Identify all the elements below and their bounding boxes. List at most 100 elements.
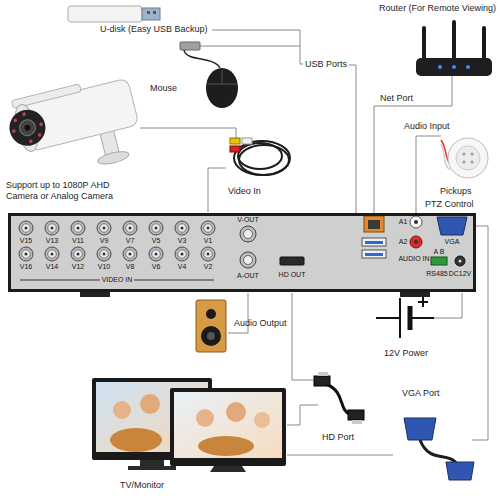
output-ports [240, 226, 256, 242]
router-icon [452, 65, 456, 69]
video-input-connectors [71, 221, 85, 235]
video-input-connectors [19, 221, 215, 261]
mouse-icon [180, 42, 200, 50]
video-cable [234, 141, 290, 175]
port-label: V11 [72, 237, 84, 245]
router-icon [416, 58, 492, 76]
router-icon [416, 22, 492, 76]
video-input-connectors [97, 221, 111, 235]
hdmi-cable [318, 372, 328, 376]
callout-label: Pickups [440, 186, 472, 197]
dvr-panel-face [80, 292, 110, 297]
leader-lines [287, 405, 318, 425]
router-icon [466, 65, 470, 69]
output-ports [455, 256, 465, 266]
video-input-connectors [149, 247, 163, 261]
port-label: V10 [98, 263, 110, 271]
video-input-connectors [19, 221, 33, 235]
speaker-icon [201, 326, 221, 346]
monitor-back [128, 466, 176, 470]
hdmi-cable [314, 372, 364, 424]
callout-label: 12V Power [384, 348, 428, 359]
callout-label: Video In [228, 186, 261, 197]
mouse-icon [206, 68, 238, 108]
microphone-icon [448, 138, 488, 178]
output-ports [365, 241, 383, 244]
speaker-icon [196, 300, 226, 352]
video-input-connectors [19, 247, 33, 261]
leader-lines [140, 128, 236, 138]
leader-lines [208, 168, 226, 212]
monitor-front [210, 466, 246, 472]
output-ports [244, 256, 253, 265]
callout-label: U-disk (Easy USB Backup) [100, 24, 208, 35]
port-label: A2 [399, 238, 408, 246]
video-input-connectors [149, 221, 163, 235]
port-label: HD OUT [279, 271, 306, 279]
bullet-camera [3, 72, 147, 185]
output-ports [280, 257, 304, 265]
bullet-camera [6, 106, 50, 150]
monitor-back [110, 428, 162, 452]
dvr-panel-face [11, 216, 473, 289]
port-label: AUDIO IN [398, 255, 429, 263]
bullet-camera [24, 124, 31, 131]
microphone-icon [441, 138, 488, 178]
port-label: V12 [72, 263, 84, 271]
bullet-camera [97, 149, 130, 166]
router-icon [452, 22, 456, 58]
mouse-icon [207, 70, 237, 84]
output-ports [368, 220, 380, 229]
port-label: V16 [20, 263, 32, 271]
bullet-camera [22, 112, 26, 116]
callout-label: USB Ports [305, 59, 347, 70]
port-label: A-OUT [237, 272, 259, 280]
video-input-connectors [201, 221, 215, 235]
speaker-icon [196, 300, 226, 352]
hdmi-cable [352, 420, 362, 424]
leader-lines [200, 46, 300, 47]
microphone-icon [456, 146, 480, 170]
video-cable [230, 138, 240, 144]
mouse-icon [184, 50, 220, 68]
video-input-connectors [175, 247, 189, 261]
output-ports [410, 216, 422, 228]
port-label: A1 [399, 218, 408, 226]
video-input-connectors [201, 247, 215, 261]
vga-cable [404, 418, 474, 480]
power-symbol [408, 306, 413, 330]
bullet-camera [13, 118, 17, 122]
callout-label: Support up to 1080P AHD Camera or Analog… [6, 180, 124, 202]
microphone-icon [471, 153, 474, 156]
monitor-back [140, 460, 164, 466]
callout-label: VGA Port [402, 388, 440, 399]
callout-label: Net Port [380, 93, 413, 104]
video-input-connectors [97, 247, 111, 261]
output-ports [365, 253, 383, 256]
usb-drive [153, 11, 156, 14]
port-label: V4 [178, 263, 187, 271]
vga-cable [446, 462, 474, 480]
output-ports [437, 217, 467, 235]
port-label: V8 [126, 263, 135, 271]
speaker-icon [207, 332, 215, 340]
microphone-icon [471, 161, 474, 164]
video-cable [238, 143, 282, 169]
bullet-camera [18, 118, 37, 137]
output-ports [362, 238, 386, 246]
port-label: V7 [126, 237, 135, 245]
microphone-icon [463, 161, 466, 164]
callout-label: Audio Input [404, 121, 450, 132]
router-icon [438, 65, 442, 69]
monitor-front [170, 388, 286, 466]
bullet-camera [39, 122, 43, 126]
output-ports [414, 220, 418, 224]
video-input-connectors [123, 247, 137, 261]
monitor-front [254, 412, 270, 428]
hdmi-cable [314, 376, 330, 386]
port-label: V2 [204, 263, 213, 271]
power-symbol [422, 297, 424, 307]
microphone-icon [463, 153, 466, 156]
output-ports [364, 216, 384, 232]
